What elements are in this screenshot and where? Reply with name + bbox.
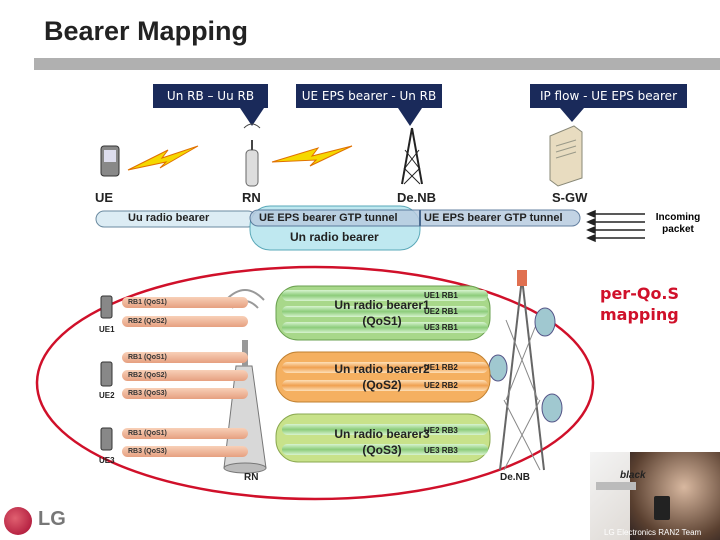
rb-tag: UE1 RB1: [424, 291, 458, 300]
rb-tag: UE2 RB3: [424, 426, 458, 435]
phone-icon: [100, 361, 113, 387]
rb-tube: [282, 380, 488, 391]
rb-bar: RB2 (QoS2): [122, 316, 248, 327]
rb-bar: RB3 (QoS3): [122, 388, 248, 399]
rb-bar: RB3 (QoS3): [122, 446, 248, 457]
incoming-packet-label: Incoming packet: [655, 212, 701, 235]
ue2-label: UE2: [99, 391, 115, 400]
wireless-link-icon: [271, 145, 353, 167]
phone-icon: [654, 496, 670, 520]
phone-icon: [100, 295, 113, 319]
rb-tube: [282, 322, 488, 333]
rb-bar: RB1 (QoS1): [122, 297, 248, 308]
rb-tube: [282, 362, 488, 373]
phone-icon: [100, 427, 113, 451]
wireless-link-icon: [127, 145, 199, 171]
lg-logo-icon: [4, 507, 32, 535]
callout-pointer: [240, 108, 264, 126]
ue-label: UE: [95, 190, 114, 205]
tower-icon: [401, 127, 423, 185]
callout-un-uu: Un RB – Uu RB: [153, 84, 268, 108]
title-underline: [34, 58, 720, 70]
rb-tag: UE2 RB2: [424, 381, 458, 390]
rn-label: RN: [242, 190, 261, 205]
ue3-label: UE3: [99, 456, 115, 465]
un-bearer-3-qos: (QoS3): [362, 443, 402, 457]
un-radio-bearer-label: Un radio bearer: [290, 230, 379, 244]
un-bearer-3-name: Un radio bearer3: [334, 427, 430, 441]
server-icon: [549, 125, 583, 187]
per-qos-mapping-label: per-Qo.S mapping: [600, 284, 680, 324]
un-bearer-1-name: Un radio bearer1: [334, 298, 430, 312]
un-bearer-2-qos: (QoS2): [362, 378, 402, 392]
ad-image: black: [590, 452, 720, 540]
denb-bottom-label: De.NB: [500, 472, 531, 483]
callout-eps-un: UE EPS bearer - Un RB: [296, 84, 442, 108]
rb-tube: [282, 424, 488, 435]
uu-radio-bearer-label: Uu radio bearer: [128, 212, 210, 224]
un-bearer-2-tube: [275, 351, 491, 403]
rb-tube: [282, 306, 488, 317]
rb-tag: UE1 RB2: [424, 363, 458, 372]
rb-bar: RB2 (QoS2): [122, 370, 248, 381]
rb-tag: UE3 RB3: [424, 446, 458, 455]
relay-antenna-icon: [243, 123, 261, 187]
denb-label: De.NB: [397, 190, 437, 205]
rb-bar: RB1 (QoS1): [122, 428, 248, 439]
un-bearer-1-qos: (QoS1): [362, 314, 402, 328]
lg-logo-text: LG: [38, 508, 66, 530]
gtp-tunnel-label: UE EPS bearer GTP tunnel: [424, 212, 563, 224]
page-title: Bearer Mapping: [44, 16, 249, 46]
phone-icon: [100, 145, 120, 177]
un-bearer-2-name: Un radio bearer2: [334, 362, 430, 376]
callout-pointer: [560, 108, 584, 122]
callout-ip-eps: IP flow - UE EPS bearer: [530, 84, 687, 108]
gtp-tube: [249, 209, 581, 227]
rb-tube: [282, 290, 488, 301]
rb-tag: UE3 RB1: [424, 323, 458, 332]
rb-tube: [282, 444, 488, 455]
qos-mapping-ellipse: [35, 265, 595, 501]
rb-tag: UE2 RB1: [424, 307, 458, 316]
rb-bar: RB1 (QoS1): [122, 352, 248, 363]
ue1-label: UE1: [99, 325, 115, 334]
gtp-tunnel-label: UE EPS bearer GTP tunnel: [259, 212, 398, 224]
sgw-label: S-GW: [552, 190, 588, 205]
rn-bottom-label: RN: [244, 472, 259, 483]
denb-tower-icon: [488, 270, 563, 471]
incoming-arrows: [586, 209, 645, 243]
ad-brand: black: [620, 470, 646, 481]
footer-text: LG Electronics RAN2 Team: [604, 528, 702, 537]
callout-pointer: [398, 108, 422, 126]
